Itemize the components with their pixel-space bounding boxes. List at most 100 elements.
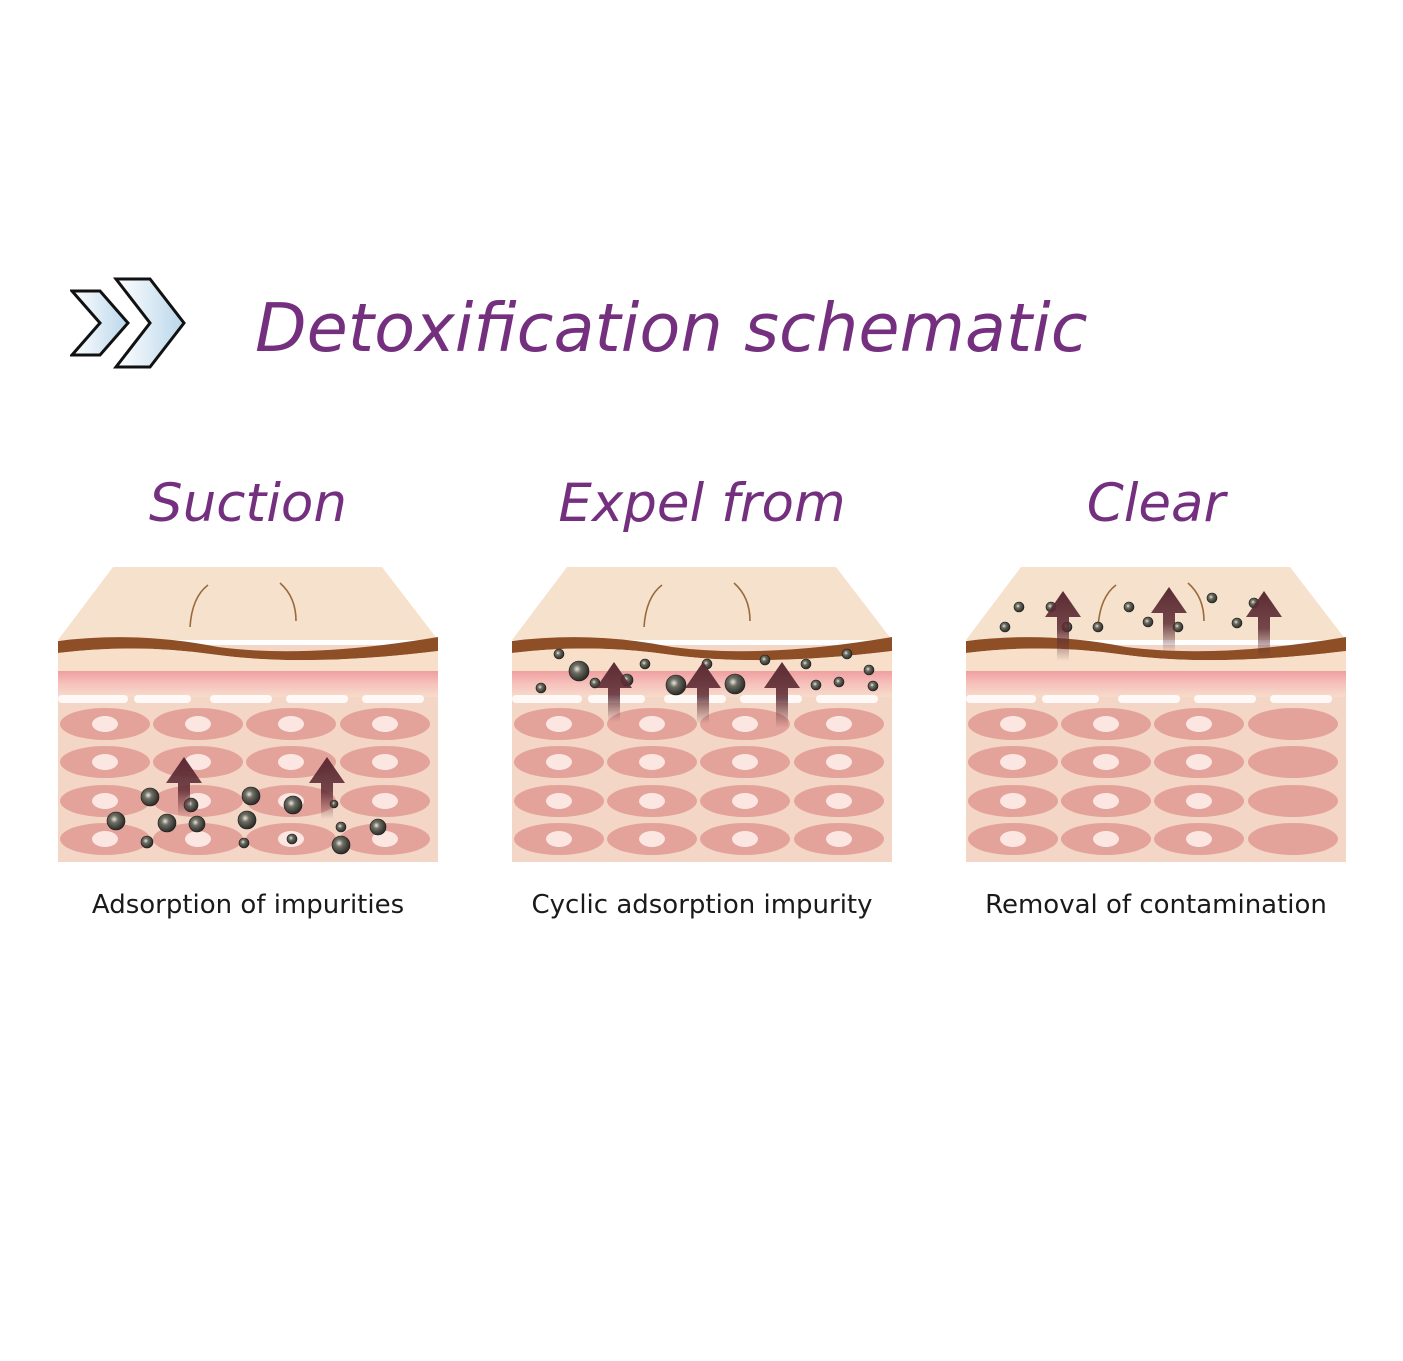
impurity-particle (800, 658, 812, 670)
impurity-particle (238, 837, 250, 849)
cell-nucleus (1000, 754, 1026, 770)
impurity-particle (331, 835, 351, 855)
cell-nucleus (92, 793, 118, 809)
impurity-particle (867, 680, 879, 692)
impurity-particle (1013, 601, 1025, 613)
impurity-particle (283, 795, 303, 815)
up-arrow-icon (596, 662, 632, 722)
cell-nucleus (1000, 831, 1026, 847)
double-chevron-right-icon (70, 277, 186, 369)
cell-nucleus (732, 831, 758, 847)
cell-nucleus (546, 716, 572, 732)
cell-nucleus (1186, 754, 1212, 770)
cell-nucleus (1186, 716, 1212, 732)
cell-nucleus (546, 793, 572, 809)
impurity-particle (1206, 592, 1218, 604)
dermis-band (966, 671, 1346, 697)
up-arrow-icon (1045, 591, 1081, 661)
impurity-particle (241, 786, 261, 806)
skin-cross-section-icon (58, 567, 438, 862)
cell-nucleus (1093, 793, 1119, 809)
stratum-band (58, 648, 438, 671)
impurity-particle (1142, 616, 1154, 628)
skin-cell (1248, 785, 1338, 817)
skin-surface (966, 567, 1346, 640)
impurity-particle (1123, 601, 1135, 613)
impurity-particle (157, 813, 177, 833)
hair-strand (733, 582, 751, 622)
impurity-particle (535, 682, 547, 694)
impurity-particle (335, 821, 347, 833)
impurity-particle (369, 818, 387, 836)
impurity-particle (639, 658, 651, 670)
cell-nucleus (826, 716, 852, 732)
impurity-particle (1092, 621, 1104, 633)
cell-nucleus (1000, 793, 1026, 809)
cell-nucleus (92, 716, 118, 732)
impurity-particle (140, 787, 160, 807)
panel-title: Suction (149, 473, 347, 534)
cell-nucleus (1093, 831, 1119, 847)
cell-nucleus (1093, 716, 1119, 732)
skin-cell (1248, 823, 1338, 855)
up-arrow-icon (166, 757, 202, 817)
cell-nucleus (185, 754, 211, 770)
skin-cell (1248, 746, 1338, 778)
panel-title: Expel from (558, 473, 846, 534)
impurity-particle (188, 815, 206, 833)
dermis-band (58, 671, 438, 697)
membrane-capsule (740, 695, 802, 703)
panel-caption: Removal of contamination (985, 890, 1327, 920)
cell-nucleus (1186, 831, 1212, 847)
cell-nucleus (826, 793, 852, 809)
cell-nucleus (639, 831, 665, 847)
cell-nucleus (372, 754, 398, 770)
up-arrow-icon (1246, 591, 1282, 659)
membrane-capsule (1270, 695, 1332, 703)
membrane-capsule (664, 695, 726, 703)
impurity-particle (140, 835, 154, 849)
impurity-particle (810, 679, 822, 691)
skin-cross-section-icon (512, 567, 892, 862)
epidermis-layer (58, 637, 438, 661)
membrane-capsule (1042, 695, 1099, 703)
impurity-particle (833, 676, 845, 688)
cell-nucleus (639, 716, 665, 732)
cell-nucleus (1186, 793, 1212, 809)
impurity-particle (286, 833, 298, 845)
panel-title: Clear (1086, 473, 1226, 534)
panel-expel-from: Expel from Cyclic adsorption impurity (512, 470, 892, 940)
membrane-capsule (1118, 695, 1180, 703)
skin-cross-section-icon (966, 567, 1346, 862)
membrane-capsule (362, 695, 424, 703)
impurity-particle (568, 660, 590, 682)
cell-nucleus (732, 793, 758, 809)
cell-nucleus (732, 754, 758, 770)
epidermis-layer (512, 637, 892, 661)
cell-nucleus (185, 716, 211, 732)
cell-nucleus (826, 831, 852, 847)
cell-nucleus (1000, 716, 1026, 732)
up-arrow-icon (309, 757, 345, 819)
impurity-particle (759, 654, 771, 666)
panel-suction: Suction Adsorption of impurities (58, 470, 438, 940)
hair-strand (189, 584, 209, 628)
cell-nucleus (372, 716, 398, 732)
impurity-particle (237, 810, 257, 830)
page-title: Detoxification schematic (255, 289, 1088, 367)
impurity-particle (553, 648, 565, 660)
up-arrow-icon (764, 662, 800, 728)
skin-cell (1248, 708, 1338, 740)
cell-nucleus (185, 831, 211, 847)
panel-caption: Cyclic adsorption impurity (531, 890, 873, 920)
skin-surface (512, 567, 892, 640)
impurity-particle (841, 648, 853, 660)
cell-nucleus (278, 754, 304, 770)
impurity-particle (999, 621, 1011, 633)
membrane-capsule (512, 695, 582, 703)
cell-nucleus (639, 793, 665, 809)
impurity-particle (665, 674, 687, 696)
impurity-particle (106, 811, 126, 831)
cell-nucleus (546, 831, 572, 847)
cell-nucleus (92, 831, 118, 847)
